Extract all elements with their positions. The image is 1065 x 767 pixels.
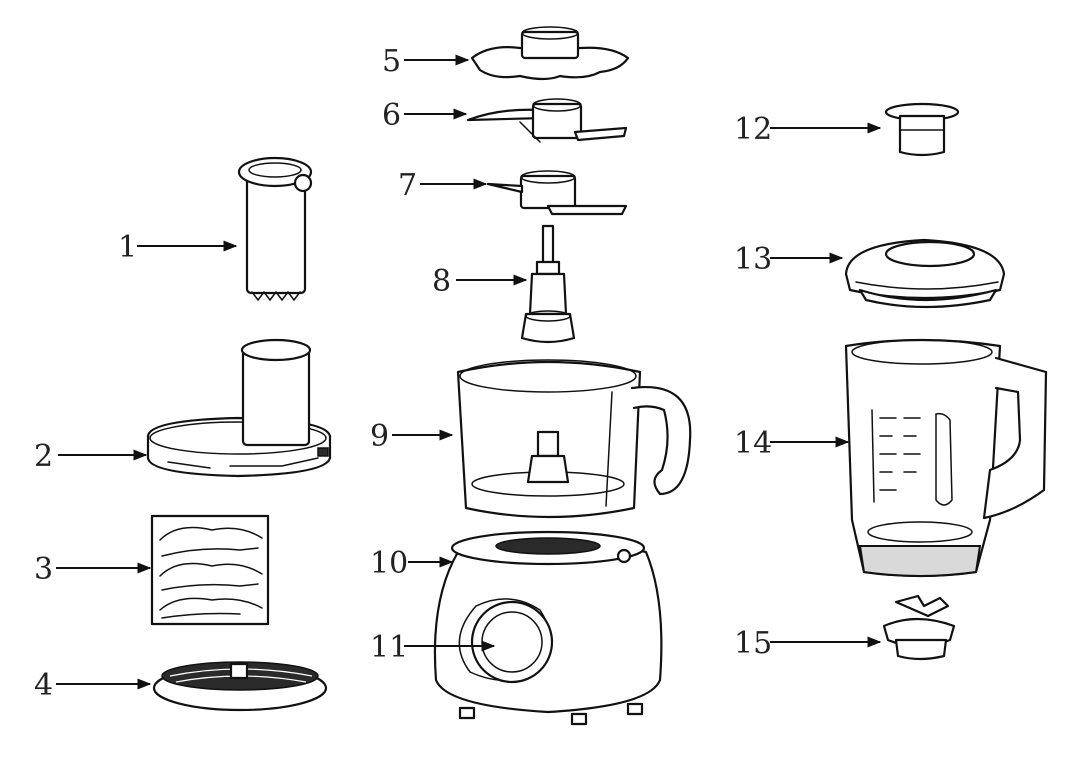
part-6-dough-blade (466, 98, 628, 143)
part-12-measuring-cup (884, 102, 960, 157)
part-1-food-pusher (237, 156, 313, 302)
callout-12: 12 (734, 112, 772, 147)
callout-4: 4 (34, 668, 53, 703)
callout-11: 11 (370, 630, 408, 665)
callout-3: 3 (34, 552, 53, 587)
callout-6: 6 (382, 98, 401, 133)
callout-7: 7 (398, 168, 417, 203)
part-13-blender-lid (844, 238, 1006, 309)
part-7-chopping-blade (486, 170, 628, 216)
callout-10: 10 (370, 546, 408, 581)
leader-lines (56, 54, 882, 690)
callout-14: 14 (734, 426, 772, 461)
part-5-emulsifying-disc (470, 26, 630, 81)
part-15-blender-blade (882, 594, 956, 661)
callout-13: 13 (734, 242, 772, 277)
part-14-blender-jug (844, 338, 1048, 578)
callout-labels: 1 2 3 4 5 6 7 8 9 10 11 12 13 14 15 (34, 44, 772, 703)
callout-9: 9 (370, 419, 389, 454)
callout-1: 1 (118, 230, 137, 265)
callout-15: 15 (734, 626, 772, 661)
part-3-disc-set (150, 514, 270, 626)
part-2-bowl-lid (146, 338, 332, 478)
part-4-grating-disc (152, 661, 328, 712)
callout-8: 8 (432, 264, 451, 299)
callout-2: 2 (34, 439, 53, 474)
callout-5: 5 (382, 44, 401, 79)
part-11-speed-knob (458, 598, 554, 684)
part-8-drive-shaft (520, 224, 576, 344)
part-9-processing-bowl (456, 359, 692, 519)
